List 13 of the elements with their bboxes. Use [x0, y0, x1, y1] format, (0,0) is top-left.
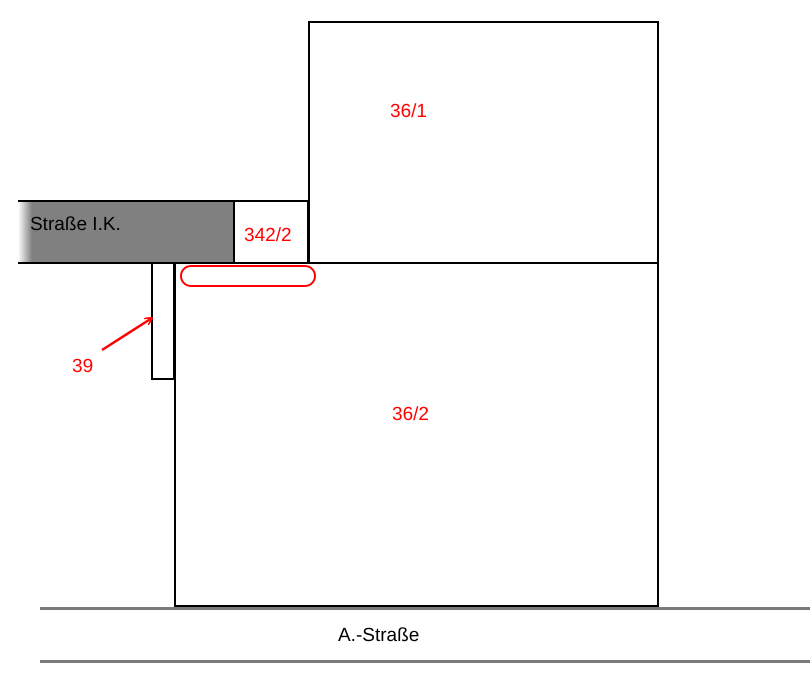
parcel-plot — [308, 21, 659, 264]
parcel-number: 36/2 — [392, 404, 429, 426]
narrow-parcel — [151, 262, 175, 380]
street-band — [40, 607, 810, 663]
arrow — [101, 316, 154, 352]
parcel-plot — [174, 262, 659, 607]
parcel-number: 39 — [72, 356, 94, 378]
parcel-number: 36/1 — [390, 101, 427, 123]
street-name: A.-Straße — [338, 625, 420, 647]
parcel-number: 342/2 — [244, 225, 292, 247]
road-band — [18, 200, 235, 264]
road-name: Straße I.K. — [30, 214, 121, 236]
parcel-plot — [233, 200, 309, 264]
